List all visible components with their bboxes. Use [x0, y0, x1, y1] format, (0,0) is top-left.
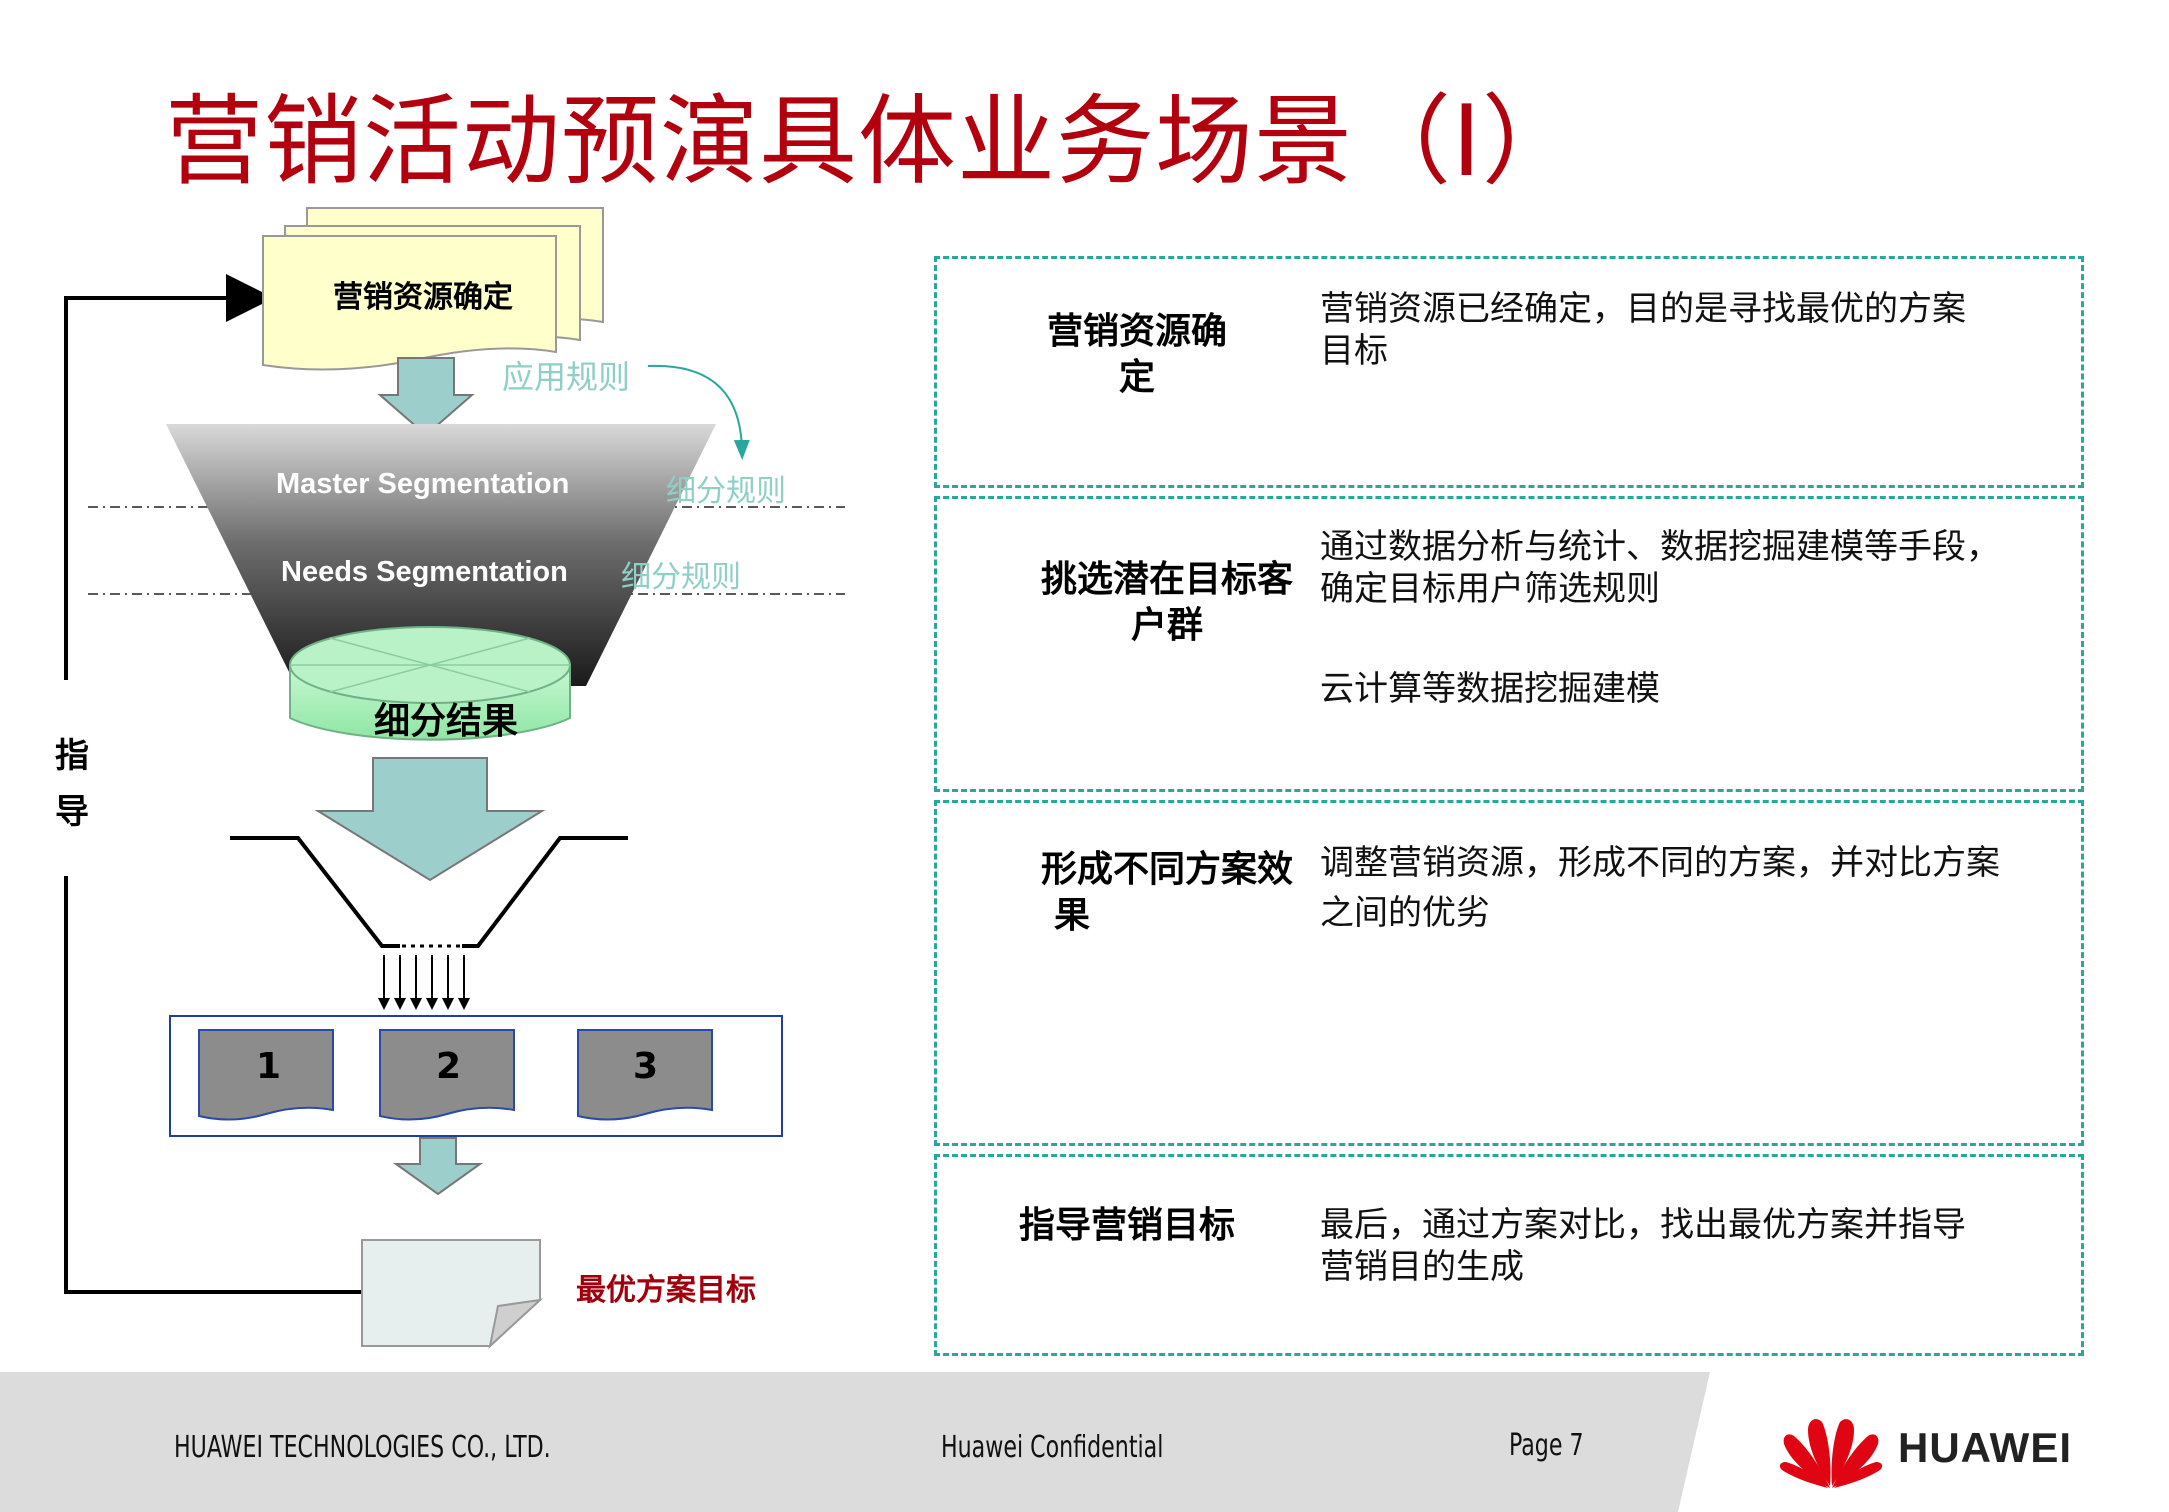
plan-2-doc	[379, 1029, 515, 1121]
step-box-2: 挑选潜在目标客 户群 通过数据分析与统计、数据挖掘建模等手段， 确定目标用户筛选…	[934, 496, 2084, 792]
footer-company: HUAWEI TECHNOLOGIES CO., LTD.	[174, 1430, 551, 1465]
sub-rule-label-1: 细分规则	[666, 474, 786, 509]
step-box-4: 指导营销目标 最后，通过方案对比，找出最优方案并指导 营销目的生成	[934, 1154, 2084, 1356]
step-2-line-2: 确定目标用户筛选规则	[1320, 569, 1660, 609]
page-title: 营销活动预演具体业务场景（I）	[165, 85, 1581, 199]
best-plan-label: 最优方案目标	[576, 1273, 756, 1308]
step-3-line-1: 调整营销资源，形成不同的方案，并对比方案	[1320, 843, 2000, 883]
master-segmentation-label: Master Segmentation	[276, 468, 570, 500]
step-box-3: 形成不同方案效 果 调整营销资源，形成不同的方案，并对比方案 之间的优劣	[934, 800, 2084, 1146]
step-1-line-1: 营销资源已经确定，目的是寻找最优的方案	[1320, 289, 1966, 329]
best-plan-doc	[361, 1239, 544, 1349]
guide-label-1: 指	[55, 736, 89, 776]
apply-rule-label: 应用规则	[502, 358, 631, 396]
step-2-extra: 云计算等数据挖掘建模	[1320, 669, 1660, 709]
plan-3-label: 3	[633, 1046, 659, 1087]
footer-page: Page 7	[1509, 1428, 1584, 1463]
result-cylinder	[289, 626, 571, 741]
step-1-line-2: 目标	[1320, 331, 1388, 371]
step-4-line-2: 营销目的生成	[1320, 1247, 1524, 1287]
apply-rule-arrow	[647, 364, 750, 460]
plan-3-doc	[577, 1029, 713, 1121]
step-2-heading-2: 户群	[1130, 605, 1203, 646]
plan-1-label: 1	[256, 1046, 282, 1087]
footer-confidential: Huawei Confidential	[941, 1430, 1164, 1465]
step-4-line-1: 最后，通过方案对比，找出最优方案并指导	[1320, 1205, 1966, 1245]
plan-2-label: 2	[436, 1046, 462, 1087]
small-arrows	[383, 955, 465, 1000]
down-arrow-1	[377, 357, 475, 437]
huawei-logo-text: HUAWEI	[1898, 1424, 2072, 1471]
guide-loop	[64, 274, 362, 1294]
needs-segmentation-label: Needs Segmentation	[281, 556, 568, 588]
down-arrow-3	[392, 1137, 484, 1196]
step-2-heading-1: 挑选潜在目标客	[1040, 559, 1293, 600]
step-1-heading: 营销资源确定	[1046, 311, 1227, 398]
sub-rule-label-2: 细分规则	[621, 560, 741, 595]
step-3-heading-1: 形成不同方案效	[1040, 849, 1293, 890]
plan-1-doc	[198, 1029, 334, 1121]
down-arrow-2	[314, 757, 546, 882]
segmentation-funnel	[166, 424, 716, 686]
footer: HUAWEI TECHNOLOGIES CO., LTD. Huawei Con…	[0, 1372, 2169, 1512]
resource-doc-label: 营销资源确定	[333, 280, 513, 315]
huawei-logo-icon	[1779, 1419, 1883, 1488]
result-label: 细分结果	[374, 701, 519, 742]
step-box-1: 营销资源确定 营销资源已经确定，目的是寻找最优的方案 目标	[934, 256, 2084, 488]
step-2-line-1: 通过数据分析与统计、数据挖掘建模等手段，	[1320, 527, 2000, 567]
guide-label-2: 导	[55, 792, 89, 832]
step-3-line-2: 之间的优劣	[1320, 893, 1490, 933]
step-4-heading: 指导营销目标	[1018, 1205, 1235, 1246]
step-3-heading-2: 果	[1053, 895, 1090, 936]
